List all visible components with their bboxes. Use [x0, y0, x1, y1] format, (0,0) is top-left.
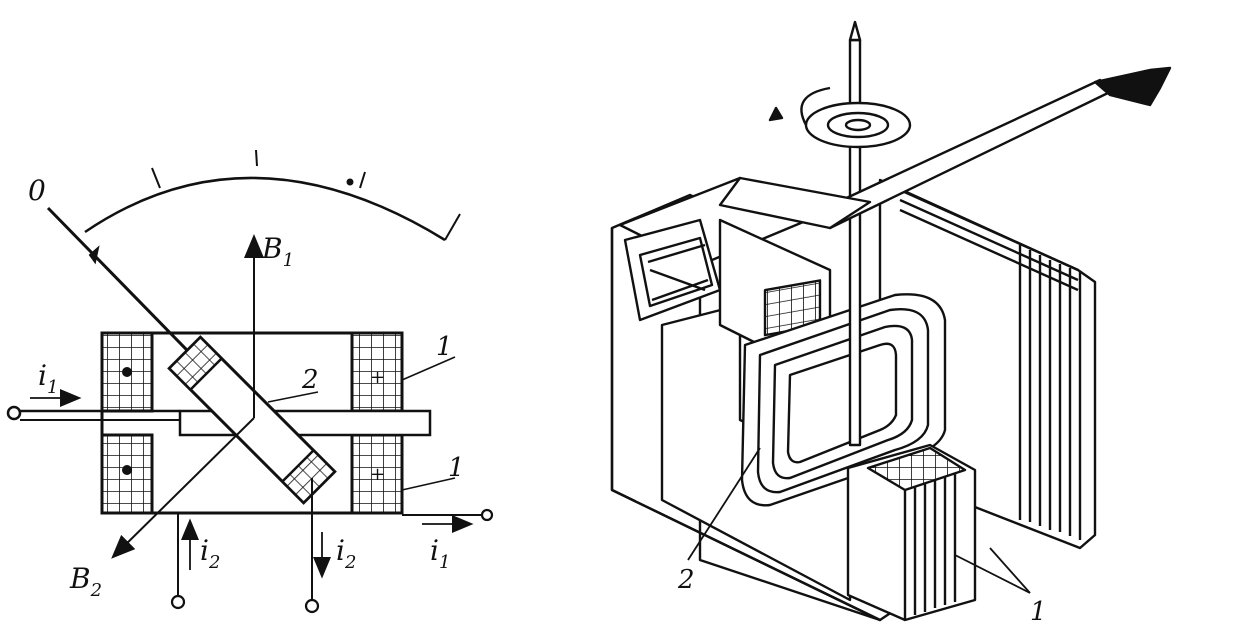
i2-left-label: i2	[200, 534, 220, 573]
spindle-tip	[848, 20, 862, 42]
b2-label: B2	[69, 562, 102, 601]
perspective-label-2: 2	[677, 565, 695, 595]
plus-mark-bottom: +	[370, 464, 385, 485]
spindle	[848, 38, 862, 447]
scale-tick	[151, 167, 161, 189]
perspective-drawing	[610, 20, 1172, 622]
window-block	[623, 218, 722, 322]
terminal-bottom-right	[304, 598, 320, 614]
b2-vector	[111, 417, 255, 559]
scale-tick	[444, 213, 461, 241]
terminal-right	[480, 508, 494, 522]
coil-label-1-bottom: 1	[448, 453, 465, 483]
terminal-left	[6, 405, 22, 421]
schematic	[6, 149, 494, 614]
moving-coil-3d	[740, 293, 947, 507]
scale-tick	[255, 149, 258, 167]
lower-core-block	[846, 443, 977, 622]
coil-dot-bottom	[122, 465, 132, 475]
terminal-bottom-left	[170, 594, 186, 610]
i1-right-label: i1	[430, 534, 450, 573]
perspective-labels: 2 1	[677, 565, 1047, 627]
i2-right-label: i2	[336, 534, 356, 573]
b1-label: B1	[261, 232, 294, 271]
pointer-tip	[1093, 66, 1172, 107]
coil-dot-top	[122, 367, 132, 377]
schematic-labels: 0 B1 B2 i1 i1 i2 i2 1 1 2 + +	[28, 174, 465, 601]
perspective-label-1: 1	[1030, 597, 1047, 627]
coil-label-1-top: 1	[436, 332, 453, 362]
plus-mark-top: +	[370, 367, 385, 388]
moving-coil-label-2: 2	[301, 365, 319, 395]
coil-right-top	[350, 331, 404, 413]
zero-label: 0	[28, 174, 46, 207]
i1-left-label: i1	[38, 359, 58, 398]
scale-dot	[346, 178, 354, 186]
scale-tick	[359, 171, 366, 189]
scale-arc	[84, 176, 446, 242]
